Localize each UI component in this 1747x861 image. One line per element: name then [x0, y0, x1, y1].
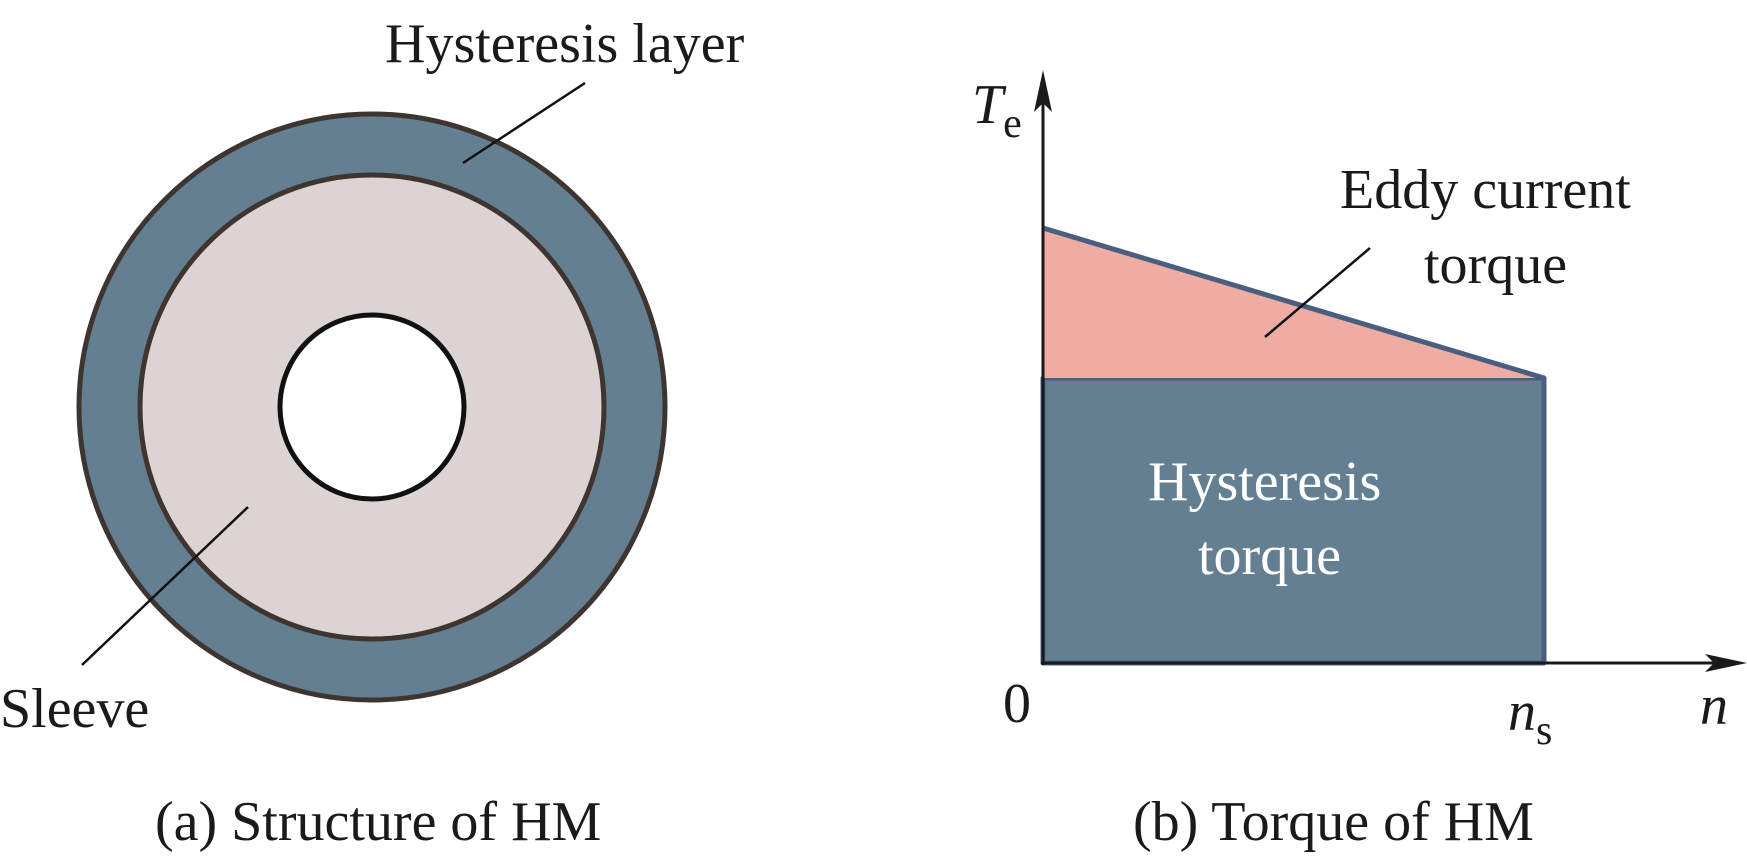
hysteresis-torque-region	[1040, 375, 1547, 666]
eddy-current-leader-line	[1264, 247, 1371, 338]
sleeve-label: Sleeve	[0, 678, 149, 740]
origin-label: 0	[1003, 673, 1031, 735]
hysteresis-torque-label-line2: torque	[1198, 525, 1341, 587]
y-axis-arrow-icon	[1034, 70, 1052, 112]
inner-hole	[277, 312, 467, 502]
hysteresis-layer-leader-line	[462, 81, 586, 165]
eddy-current-label-line1: Eddy current	[1340, 159, 1631, 221]
hysteresis-torque-label-line1: Hysteresis	[1148, 451, 1381, 513]
y-axis-label: Te	[972, 74, 1022, 147]
structure-caption: (a) Structure of HM	[155, 791, 601, 853]
structure-panel: Hysteresis layer Sleeve (a) Structure of…	[0, 13, 745, 853]
eddy-current-label-line2: torque	[1424, 234, 1567, 296]
x-axis-label: n	[1700, 675, 1728, 737]
sleeve-leader-line	[81, 506, 249, 666]
eddy-top-edge	[1042, 225, 1545, 381]
hysteresis-layer-label: Hysteresis layer	[385, 13, 745, 75]
torque-panel: Te 0 ns n Eddy current torque Hysteresis…	[972, 70, 1747, 853]
ns-tick-label: ns	[1508, 681, 1552, 754]
x-axis-arrow-icon	[1705, 654, 1747, 672]
torque-caption: (b) Torque of HM	[1133, 791, 1534, 853]
